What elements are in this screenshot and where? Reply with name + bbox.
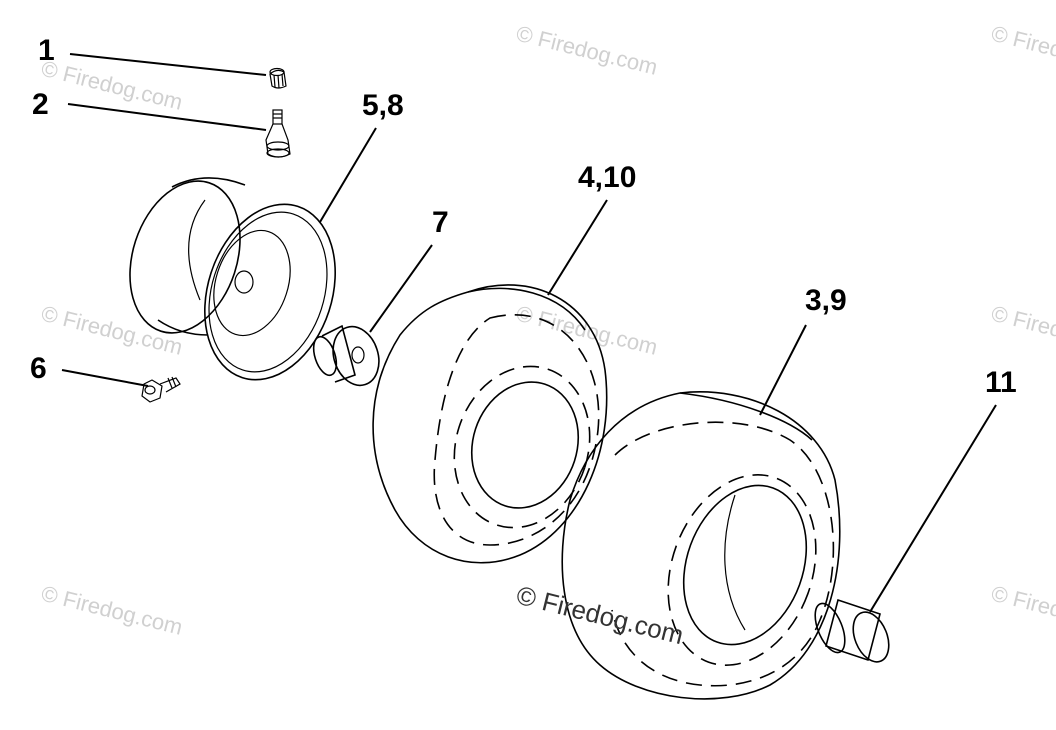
callout-5-8: 5,8 xyxy=(362,89,404,122)
leader-line-7 xyxy=(369,244,433,333)
leader-line-4-10 xyxy=(547,199,608,296)
part-grease-fitting xyxy=(141,376,181,403)
leader-line-11 xyxy=(869,404,997,613)
leader-line-6 xyxy=(61,369,149,387)
leader-line-2 xyxy=(67,103,267,131)
callout-labels: 1 2 5,8 7 6 4,10 3,9 11 xyxy=(30,34,1017,399)
watermark-tile: © Firedog.com xyxy=(514,301,660,360)
watermark-main: © Firedog.com xyxy=(514,580,687,650)
callout-3-9: 3,9 xyxy=(805,284,847,317)
leader-line-3-9 xyxy=(759,324,807,416)
leader-line-1 xyxy=(69,53,267,76)
part-tire-front xyxy=(372,284,608,564)
part-tire-rear xyxy=(561,391,841,700)
watermark-tile: © Firedog.com xyxy=(514,21,660,80)
part-wheel-rim xyxy=(129,177,336,381)
part-valve-stem xyxy=(265,109,291,158)
watermark-tile: © Firedog.com xyxy=(989,301,1056,360)
callout-7: 7 xyxy=(432,206,449,239)
watermark-tile: © Firedog.com xyxy=(39,301,185,360)
part-bushing xyxy=(312,324,380,387)
part-valve-cap xyxy=(269,67,287,89)
part-hub-cap xyxy=(814,598,890,663)
watermark-tile: © Firedog.com xyxy=(989,21,1056,80)
callout-1: 1 xyxy=(38,34,55,67)
watermark-tiles: © Firedog.com © Firedog.com © Firedog.co… xyxy=(39,21,1056,640)
watermark-tile: © Firedog.com xyxy=(39,581,185,640)
callout-11: 11 xyxy=(985,366,1017,399)
callout-6: 6 xyxy=(30,352,47,385)
callout-2: 2 xyxy=(32,88,49,121)
leader-lines xyxy=(61,53,997,613)
watermark-tile: © Firedog.com xyxy=(989,581,1056,640)
callout-4-10: 4,10 xyxy=(578,161,636,194)
leader-line-5-8 xyxy=(319,127,377,223)
